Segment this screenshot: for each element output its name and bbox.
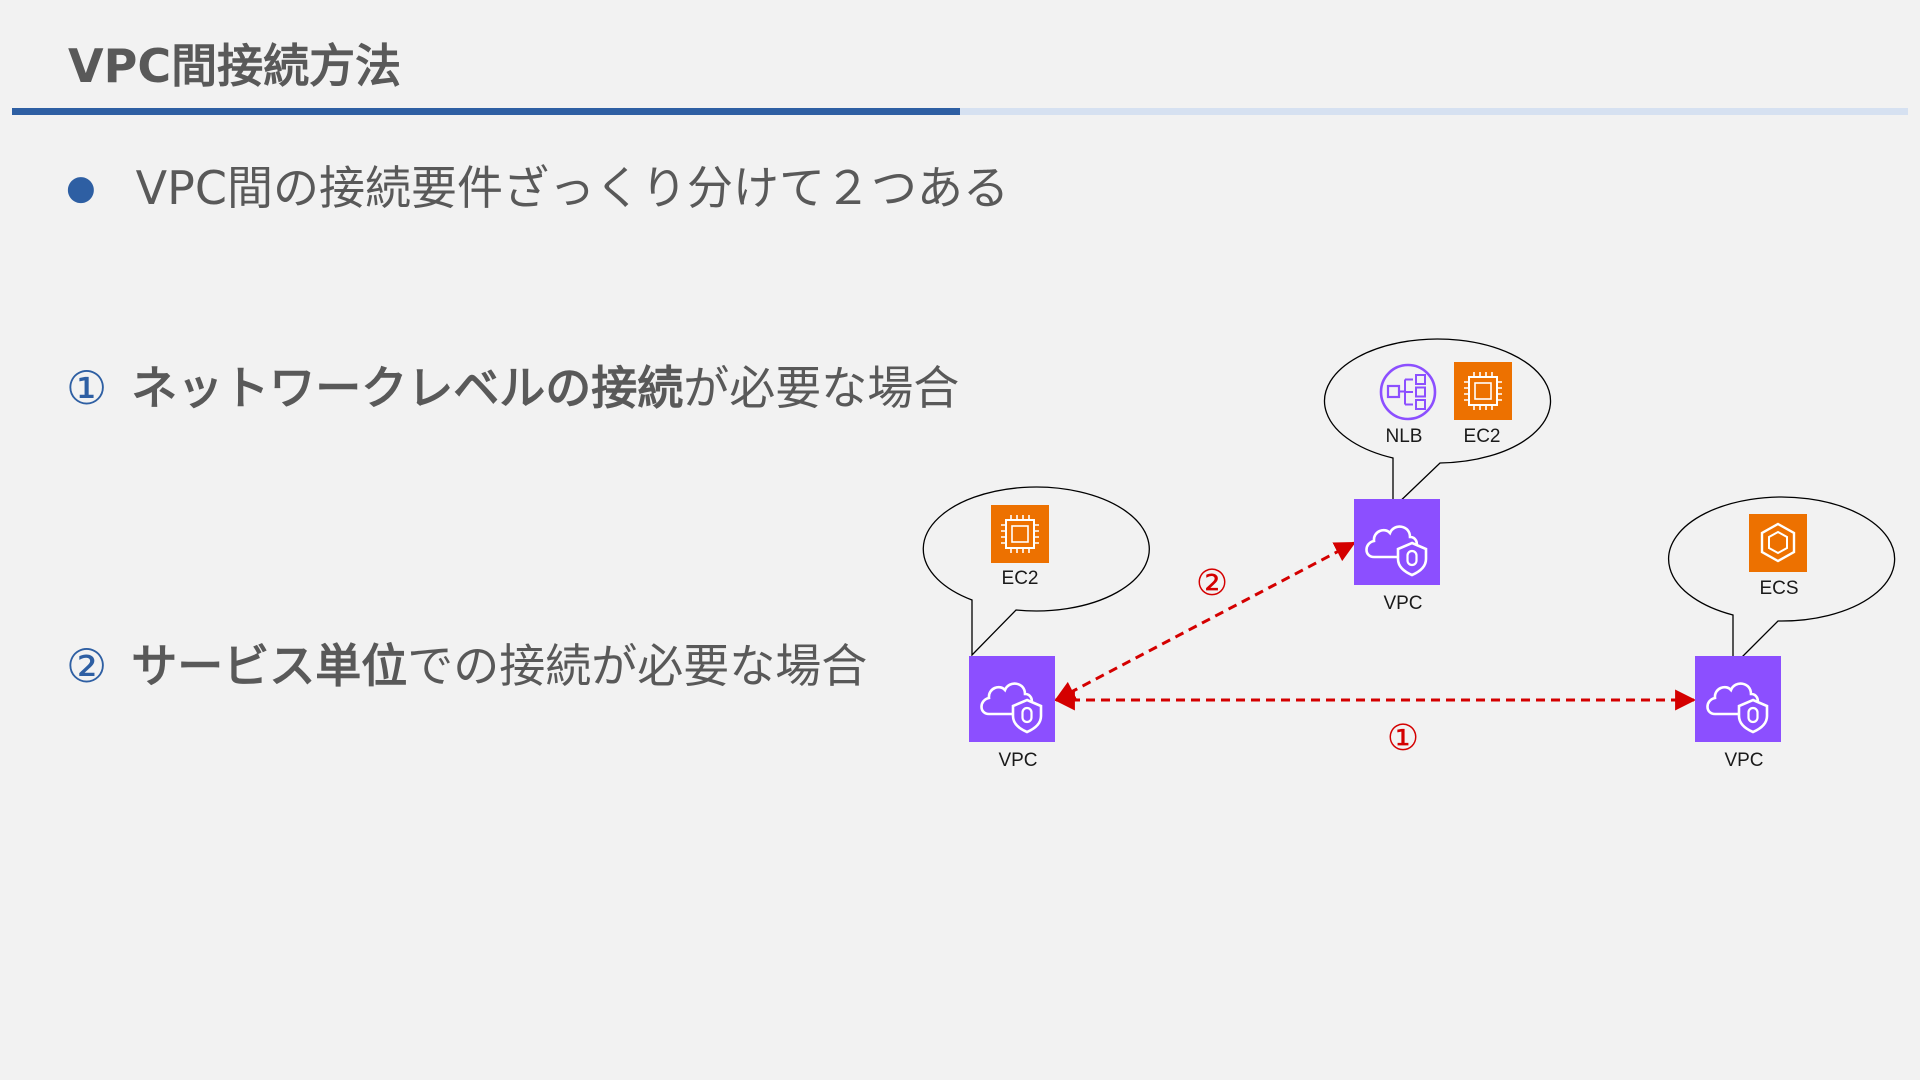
connection-2-label: ② <box>1196 563 1228 604</box>
ec2-top-label: EC2 <box>1464 426 1501 447</box>
ec2-left-label: EC2 <box>1002 568 1039 589</box>
item2-number: ② <box>66 639 108 693</box>
vpc-top-icon <box>1354 499 1440 585</box>
ec2-left-icon <box>991 505 1049 563</box>
nlb-icon <box>1379 363 1437 421</box>
bullet-text: VPC間の接続要件ざっくり分けて２つある <box>135 161 1009 215</box>
requirement-network-level: ① ネットワークレベルの接続が必要な場合 <box>66 352 959 418</box>
item1-rest: が必要な場合 <box>683 361 960 415</box>
callout-bubble-top <box>1323 338 1552 510</box>
vpc-left-label: VPC <box>998 750 1037 771</box>
connection-2-line <box>1054 541 1356 702</box>
ecs-label: ECS <box>1759 578 1798 599</box>
bullet-item: ● VPC間の接続要件ざっくり分けて２つある <box>66 152 1009 218</box>
vpc-top-label: VPC <box>1383 593 1422 614</box>
title-underline-light <box>960 108 1908 115</box>
item2-bold: サービス単位 <box>131 639 408 693</box>
bullet-dot-icon: ● <box>66 167 96 208</box>
title-underline-dark <box>12 108 960 115</box>
item1-number: ① <box>66 361 108 415</box>
vpc-right-icon <box>1695 656 1781 742</box>
vpc-left-icon <box>969 656 1055 742</box>
nlb-label: NLB <box>1386 426 1423 447</box>
connection-1-label: ① <box>1387 718 1419 759</box>
callout-bubble-right <box>1668 496 1896 668</box>
page-title: VPC間接続方法 <box>68 39 402 93</box>
requirement-service-level: ② サービス単位での接続が必要な場合 <box>66 630 867 696</box>
item2-rest: での接続が必要な場合 <box>407 639 868 693</box>
ec2-top-icon <box>1454 362 1512 420</box>
vpc-right-label: VPC <box>1724 750 1763 771</box>
ecs-icon <box>1749 514 1807 572</box>
item1-bold: ネットワークレベルの接続 <box>131 361 684 415</box>
